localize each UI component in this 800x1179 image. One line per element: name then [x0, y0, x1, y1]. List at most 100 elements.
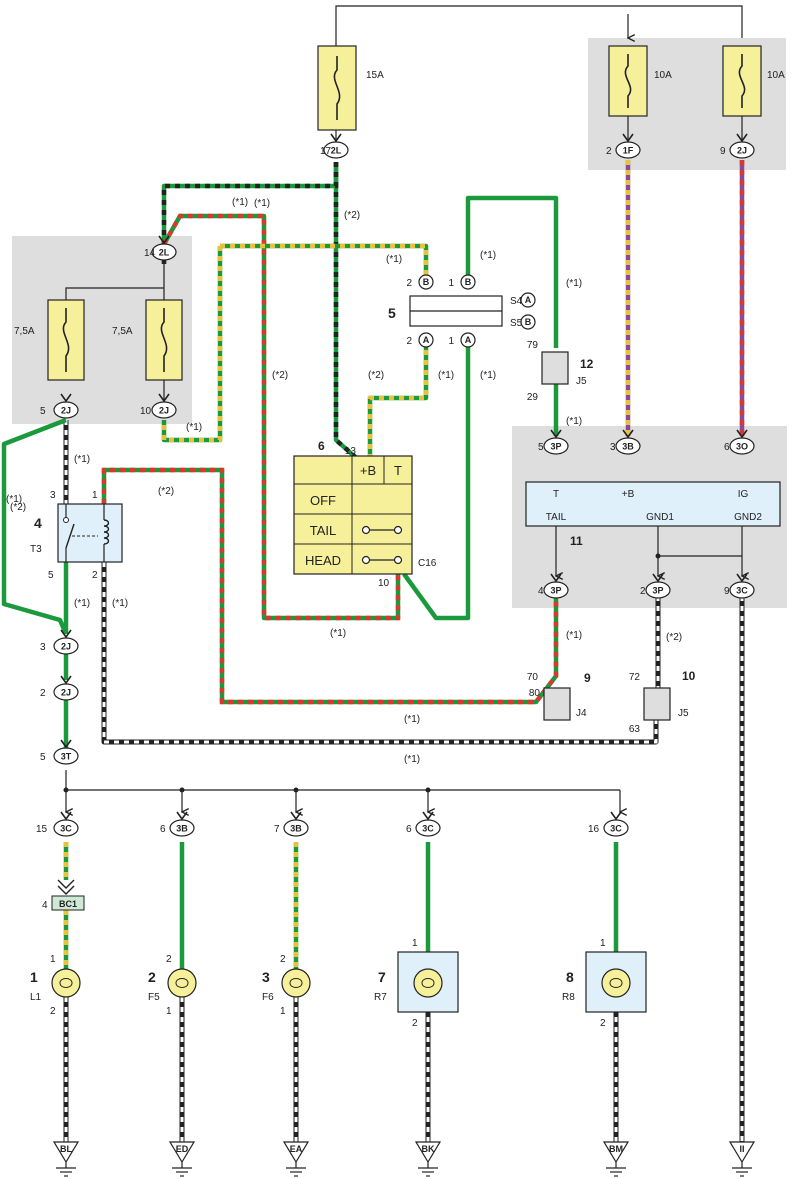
switch-5-pinno-sw_2b: 2 [406, 278, 412, 289]
component-12-ref: J5 [576, 376, 587, 387]
lamp-bus [63, 770, 621, 812]
note-n21: (*1) [404, 754, 420, 765]
pin-label-m9: 9 [724, 586, 730, 597]
pin-72: 72 [629, 672, 641, 683]
component-6-ref: C16 [418, 558, 437, 569]
connector-bot_3b_a-label: 3B [176, 824, 188, 834]
note-n16: (*1) [112, 598, 128, 609]
wire-0 [333, 162, 372, 472]
switch-5-pinno-sw_1a: 1 [448, 336, 454, 347]
pin-79: 79 [527, 340, 539, 351]
pin-label-p17: 17 [320, 146, 332, 157]
component-1-ref: L1 [30, 992, 42, 1003]
pin-label-f5_1: 1 [166, 1006, 172, 1017]
pin-label-p14: 14 [144, 248, 156, 259]
connector-k_2j_a-label: 2J [61, 642, 71, 652]
ground-ii: II [728, 1141, 756, 1177]
wire-6 [465, 195, 559, 348]
component-3-number: 3 [262, 969, 270, 985]
component-10-number: 10 [682, 669, 696, 683]
fuse-15a: 15A [317, 45, 384, 131]
component-2-ref: F5 [148, 992, 160, 1003]
note-n12: (*1) [566, 416, 582, 427]
component-4-number: 4 [34, 515, 42, 531]
connector-u_3p-label: 3P [550, 442, 561, 452]
pin-label-p5: 5 [40, 406, 46, 417]
pin-63: 63 [629, 724, 641, 735]
connector-bc1-label: BC1 [59, 899, 77, 909]
light-switch-6: +B T OFF TAIL HEAD 6 13 10 C16 [293, 439, 437, 589]
pin-label-k2: 2 [40, 688, 46, 699]
pin-70: 70 [527, 672, 539, 683]
wire-9 [402, 340, 471, 621]
module-ig-label: IG [738, 489, 749, 500]
module-11: T +B IG TAIL GND1 GND2 11 [525, 481, 781, 576]
connector-mid_2l: 2L [151, 235, 177, 261]
svg-text:B: B [423, 277, 430, 287]
connector-bot_3c_c-label: 3C [610, 824, 622, 834]
module-b-label: +B [622, 489, 635, 500]
note-n7: (*1) [566, 278, 582, 289]
component-8-ref: R8 [562, 992, 575, 1003]
connector-bot_3c_b-label: 3C [422, 824, 434, 834]
pin-label-b7: 7 [274, 824, 280, 835]
connector-top_1f: 1F [615, 133, 641, 159]
note-n17: (*1) [330, 628, 346, 639]
supply-lines [65, 5, 743, 404]
relay-pin-3: 3 [50, 490, 56, 501]
component-1-number: 1 [30, 969, 38, 985]
wires [1, 160, 745, 1142]
ground-ed-label: ED [176, 1144, 189, 1154]
wire-1 [161, 162, 339, 242]
wire-8 [367, 340, 429, 458]
note-n13: (*1) [74, 454, 90, 465]
switch-5-pin-sw_2a: A2 [406, 332, 434, 348]
ground-bl-label: BL [60, 1144, 72, 1154]
component-9-number: 9 [584, 671, 591, 685]
fuse-15a-label: 15A [366, 70, 384, 81]
switch-5: 5 S4 S5 [388, 295, 523, 329]
note-n23: (*1) [6, 494, 22, 505]
pin-label-f6_1: 1 [280, 1006, 286, 1017]
switch-s5-label: S5 [510, 318, 523, 329]
component-6-number: 6 [318, 439, 325, 453]
lamp-7-bulb [413, 968, 443, 998]
wire-3 [162, 213, 401, 621]
wire-4-stripe [220, 243, 429, 282]
pin-label-b15: 15 [36, 824, 48, 835]
junction-9: 70 80 9 J4 [527, 671, 591, 721]
pin-label-m6: 6 [724, 442, 730, 453]
connector-right_2j: 2J [151, 393, 177, 419]
ground-ea-label: EA [290, 1144, 303, 1154]
connector-l_3c: 3C [729, 573, 755, 599]
fuse-10a-left: 10A [608, 45, 672, 117]
connector-l_3c-label: 3C [736, 586, 748, 596]
pin-bc1-4: 4 [42, 900, 48, 911]
note-n5: (*1) [386, 254, 402, 265]
note-n20: (*1) [404, 714, 420, 725]
connector-l_3p2: 3P [645, 573, 671, 599]
switch-5-pin-sw_1a: A1 [448, 332, 476, 348]
note-n1: (*1) [232, 197, 248, 208]
pin-label-r7_1: 1 [412, 938, 418, 949]
switch-5-pinno-sw_1b: 1 [448, 278, 454, 289]
pin-label-b6b: 6 [406, 824, 412, 835]
note-n6: (*1) [480, 250, 496, 261]
wire-0-stripe [333, 162, 372, 472]
note-n4: (*2) [10, 502, 26, 513]
module-tail-label: TAIL [546, 512, 567, 523]
pin-label-m3: 3 [610, 442, 616, 453]
component-2-number: 2 [148, 969, 156, 985]
pin-label-f6_2: 2 [280, 954, 286, 965]
ground-bm: BM [602, 1141, 630, 1177]
pin-label-r7_2: 2 [412, 1018, 418, 1029]
relay-4: 4 T3 3 1 5 2 [30, 490, 123, 581]
component-12-number: 12 [580, 357, 594, 371]
note-n9: (*2) [272, 370, 288, 381]
connector-top_2j: 2J [729, 133, 755, 159]
connector-k_2j_a: 2J [53, 629, 79, 655]
pin-label-m2: 2 [640, 586, 646, 597]
relay-pin-1: 1 [92, 490, 98, 501]
wire-5-stripe [161, 246, 223, 443]
